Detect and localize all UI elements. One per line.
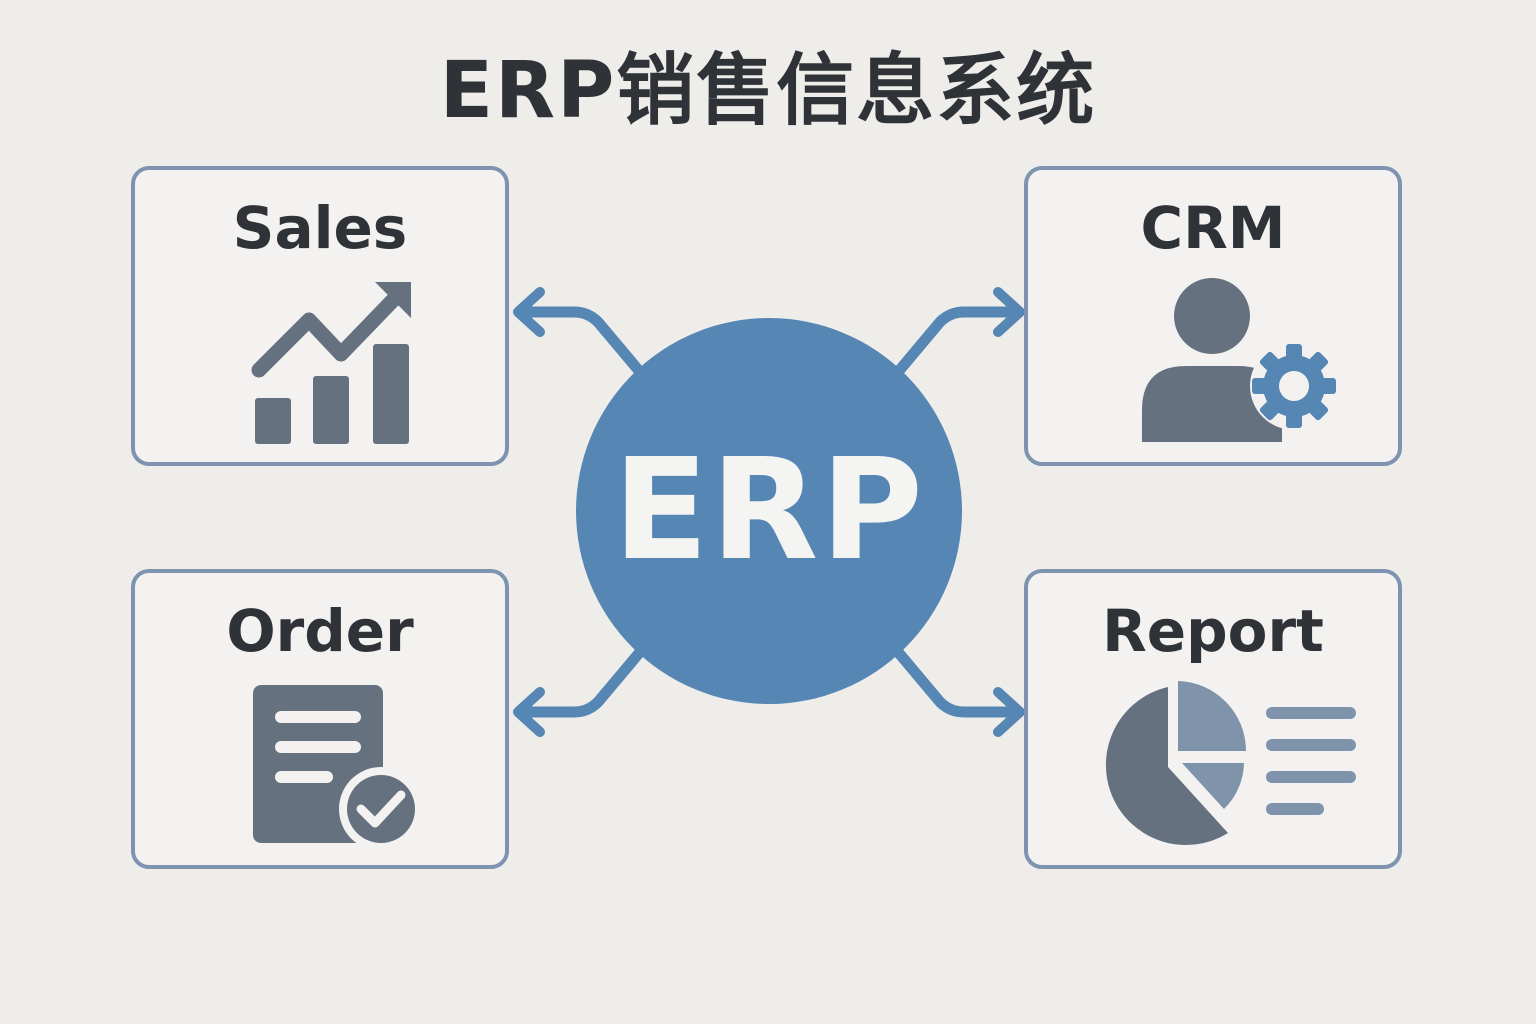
module-report: Report bbox=[1024, 569, 1402, 869]
erp-hub-label: ERP bbox=[612, 429, 926, 592]
erp-hub: ERP bbox=[576, 318, 962, 704]
connector-order bbox=[524, 646, 646, 718]
module-order: Order bbox=[131, 569, 509, 869]
connector-sales bbox=[524, 306, 646, 378]
connector-report bbox=[892, 646, 1014, 718]
gear-icon bbox=[1250, 342, 1338, 430]
module-report-label: Report bbox=[1102, 597, 1324, 665]
module-sales: Sales bbox=[131, 166, 509, 466]
bar-chart-trend-icon bbox=[251, 282, 411, 444]
user-gear-icon bbox=[1142, 278, 1338, 442]
pie-chart-list-icon bbox=[1105, 681, 1356, 845]
arrowhead-crm bbox=[993, 287, 1025, 337]
arrowhead-order bbox=[513, 687, 545, 737]
page-title: ERP销售信息系统 bbox=[439, 46, 1097, 136]
module-crm: CRM bbox=[1024, 166, 1402, 466]
connector-crm bbox=[892, 306, 1014, 378]
module-sales-label: Sales bbox=[232, 194, 408, 262]
arrowhead-sales bbox=[513, 287, 545, 337]
document-check-icon bbox=[253, 685, 423, 851]
arrowhead-report bbox=[993, 687, 1025, 737]
module-crm-label: CRM bbox=[1140, 194, 1286, 262]
module-order-label: Order bbox=[226, 597, 414, 665]
